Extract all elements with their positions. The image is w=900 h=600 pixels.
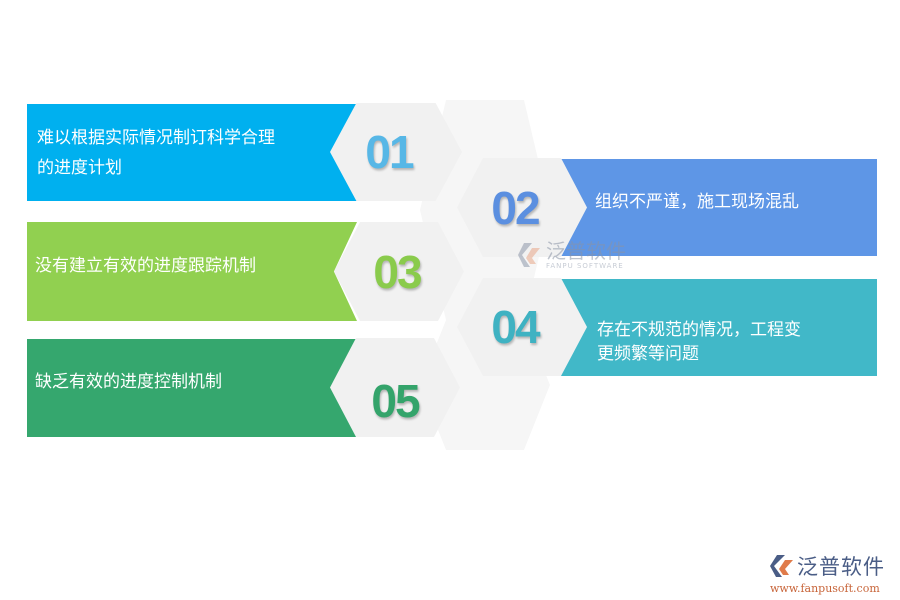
logo-cn: 泛普软件: [797, 555, 885, 579]
watermark-en: FANPU SOFTWARE: [546, 262, 624, 270]
item-02-bar: 组织不严谨，施工现场混乱: [540, 159, 877, 256]
item-02-number: 02: [491, 181, 540, 234]
brand-logo: 泛普软件 www.fanpusoft.com: [770, 551, 885, 595]
item-02-text: 组织不严谨，施工现场混乱: [595, 191, 799, 212]
logo-url: www.fanpusoft.com: [770, 582, 880, 595]
item-04-number: 04: [491, 301, 540, 353]
item-05-number-hex: 05: [330, 338, 460, 437]
item-04-text-line1: 存在不规范的情况，工程变: [597, 319, 801, 340]
item-03-number-hex: 03: [334, 222, 464, 321]
item-01-number: 01: [365, 126, 414, 178]
item-03-text: 没有建立有效的进度跟踪机制: [35, 255, 256, 276]
item-05-text: 缺乏有效的进度控制机制: [35, 372, 222, 392]
fanpu-logo-icon: [518, 243, 540, 267]
item-03-bar: 没有建立有效的进度跟踪机制: [27, 222, 357, 321]
fanpu-logo-icon: [770, 555, 793, 577]
item-05-number: 05: [371, 374, 420, 427]
watermark: 泛普软件 FANPU SOFTWARE: [518, 240, 626, 270]
item-01-text-line1: 难以根据实际情况制订科学合理: [37, 127, 275, 148]
item-02-number-hex: 02: [457, 158, 587, 257]
item-04-text-line2: 更频繁等问题: [597, 343, 699, 364]
item-01-text-line2: 的进度计划: [37, 157, 122, 178]
item-04-bar: 存在不规范的情况，工程变 更频繁等问题: [540, 279, 877, 376]
watermark-cn: 泛普软件: [546, 239, 626, 263]
item-03-number: 03: [373, 245, 422, 298]
item-05-bar: 缺乏有效的进度控制机制: [27, 339, 357, 437]
item-01-number-hex: 01: [330, 103, 462, 201]
item-01-bar: 难以根据实际情况制订科学合理 的进度计划: [27, 104, 357, 201]
item-04-number-hex: 04: [457, 278, 587, 376]
